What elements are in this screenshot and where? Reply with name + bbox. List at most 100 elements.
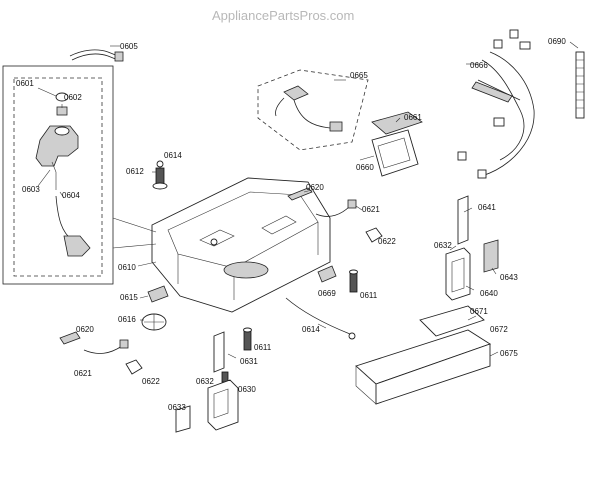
wire-0614-lower — [285, 297, 356, 340]
callout-0610: 0610 — [118, 263, 136, 272]
bracket-0661 — [371, 111, 423, 135]
harness-plug-5 — [457, 151, 467, 161]
screw-0611a-head — [349, 269, 358, 275]
leader-0672 — [467, 315, 477, 321]
hose-clamp — [114, 51, 124, 62]
leader-0601 — [37, 87, 57, 97]
harness-wire-2 — [481, 51, 535, 177]
valve-cap — [54, 126, 70, 136]
leader-0604 — [59, 191, 65, 199]
callout-0671: 0671 — [470, 307, 488, 316]
harness-plug-1 — [493, 39, 503, 49]
base-frame-0610 — [112, 177, 331, 313]
sensor-cable — [293, 99, 331, 129]
group-frame-outer — [2, 65, 114, 285]
connector-0621 — [347, 199, 357, 209]
bracket-0660-inner — [377, 137, 411, 169]
group-frame-inner — [13, 77, 103, 277]
callout-0661: 0661 — [404, 113, 422, 122]
hinge-0641 — [457, 195, 469, 245]
wire-harness-0666 — [457, 29, 535, 179]
hose — [69, 49, 119, 57]
callout-0614b: 0614 — [302, 325, 320, 334]
callout-0666: 0666 — [470, 61, 488, 70]
callout-0612: 0612 — [126, 167, 144, 176]
hinge-0640-slot — [451, 257, 465, 293]
callout-0604: 0604 — [62, 191, 80, 200]
wire-0614-end — [348, 332, 356, 340]
callout-0603: 0603 — [22, 185, 40, 194]
connector-0621b — [119, 339, 129, 349]
harness-plug-6 — [477, 169, 487, 179]
leader-frame-a — [112, 217, 157, 233]
callout-0614a: 0614 — [164, 151, 182, 160]
sump-pocket — [223, 261, 269, 279]
bracket-0660-group — [359, 111, 423, 177]
callout-0632b: 0632 — [196, 377, 214, 386]
leader-0631 — [227, 353, 237, 359]
callout-0675: 0675 — [500, 349, 518, 358]
callout-0601: 0601 — [16, 79, 34, 88]
harness-plug-3 — [519, 41, 531, 50]
callout-0605: 0605 — [120, 42, 138, 51]
tube-fitting — [63, 235, 91, 257]
screw-0611b-head — [243, 327, 252, 333]
callout-0669: 0669 — [318, 289, 336, 298]
hinge-0630-slot — [213, 388, 229, 419]
callout-0632a: 0632 — [434, 241, 452, 250]
clip-0622 — [365, 227, 383, 243]
panel-0671 — [419, 305, 485, 337]
base-outer — [151, 177, 331, 313]
harness-plug-4 — [493, 117, 505, 127]
pin-0632 — [221, 371, 229, 383]
leader-0643 — [491, 267, 497, 275]
valve-pin — [51, 161, 57, 190]
hinge-0631 — [213, 331, 225, 373]
leader-0675 — [489, 351, 499, 357]
callout-0630: 0630 — [238, 385, 256, 394]
hinge-0630 — [207, 379, 239, 431]
callout-0602: 0602 — [64, 93, 82, 102]
callout-0640: 0640 — [480, 289, 498, 298]
leader-0621a — [355, 205, 363, 211]
callout-0611b: 0611 — [254, 343, 272, 352]
sensor-frame — [257, 69, 369, 151]
base-rib — [199, 229, 235, 247]
callout-0620a: 0620 — [306, 183, 324, 192]
base-rib-2 — [261, 215, 297, 235]
switch-0620 — [287, 187, 313, 201]
hinge-0643 — [483, 239, 499, 273]
hinge-0630-group — [175, 327, 252, 433]
callout-0611a: 0611 — [360, 291, 378, 300]
switch-cluster-right — [287, 187, 383, 243]
harness-connector — [471, 81, 513, 103]
leader-0641 — [463, 207, 473, 213]
callout-0690: 0690 — [548, 37, 566, 46]
valve-assembly-group — [2, 65, 114, 285]
leader-0640 — [465, 285, 475, 291]
hose-0605-part — [69, 45, 124, 62]
callout-0631: 0631 — [240, 357, 258, 366]
callout-0620b: 0620 — [76, 325, 94, 334]
leveling-foot — [152, 182, 168, 190]
bracket-0660 — [371, 129, 419, 177]
harness-plug-2 — [509, 29, 519, 39]
leveling-foot-0612 — [152, 160, 168, 190]
switch-0620b — [59, 331, 81, 345]
valve-screw — [56, 106, 68, 116]
sensor-lead — [275, 97, 285, 117]
leader-0615 — [139, 295, 149, 299]
hinge-0633 — [175, 405, 191, 433]
screw-head — [156, 160, 164, 168]
leader-0632a — [449, 245, 457, 251]
callout-0622b: 0622 — [142, 377, 160, 386]
leader-frame-b — [112, 243, 157, 249]
tube-0690 — [569, 41, 585, 119]
panels-0671-0672 — [355, 305, 499, 405]
watermark: AppliancePartsPros.com — [212, 8, 354, 23]
valve-washer — [55, 92, 69, 102]
hose-edge — [71, 53, 119, 61]
panel-0672-side — [355, 365, 377, 405]
hinge-0640 — [445, 247, 471, 301]
